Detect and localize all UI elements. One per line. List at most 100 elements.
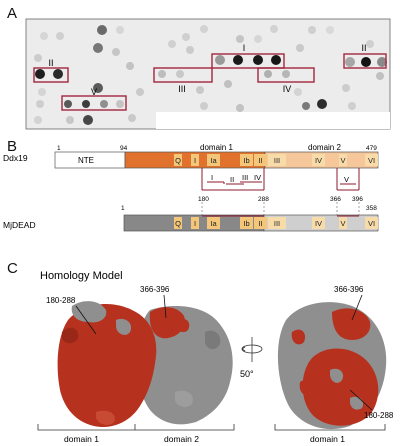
left-model-gray-inset	[71, 301, 132, 335]
left-domain1-label: domain 1	[64, 434, 99, 444]
blot-dot	[128, 114, 136, 122]
homology-model: Homology Model 180-288 366-396 50°	[37, 270, 394, 444]
region-box	[33, 67, 69, 83]
right-leader-366-396	[351, 294, 363, 321]
ddx19-end-number: 479	[366, 145, 377, 152]
blot-dot	[116, 26, 124, 34]
bottom-brackets	[37, 424, 386, 431]
blot-dot	[342, 84, 350, 92]
region-box	[211, 53, 285, 69]
rotation-icon	[241, 337, 263, 362]
left-leader-366-396	[163, 294, 167, 319]
mjdead-start-number: 1	[121, 205, 125, 212]
panel-letter-c: C	[7, 260, 18, 277]
right-label-366-396: 366-396	[334, 285, 364, 294]
motif-label-ddx19-d1: Ib	[243, 156, 249, 165]
blot-dot	[186, 46, 194, 54]
motif-box-ddx19-d2	[312, 154, 325, 166]
blot-dot	[200, 25, 208, 33]
region-label: II	[48, 58, 53, 68]
blot-dot	[116, 100, 124, 108]
ddx19-bracket-180-288	[201, 168, 265, 191]
blot-dot	[56, 32, 64, 40]
right-leader-180-288	[349, 389, 373, 411]
blot-dot	[366, 40, 374, 48]
alignment-connectors	[201, 202, 360, 216]
motif-box-ddx19-d1	[174, 154, 182, 166]
blot-dot	[126, 62, 134, 70]
region-box	[61, 95, 127, 111]
blot-dot	[236, 104, 244, 112]
motif-box-ddx19-d1	[191, 154, 199, 166]
ddx19-start-number: 1	[57, 145, 61, 152]
right-label-180-288: 180-288	[364, 411, 394, 420]
blot-dot	[82, 100, 90, 108]
motif-box-ddx19-d1	[240, 154, 253, 166]
blot-dot	[196, 86, 204, 94]
blot-dot	[176, 70, 184, 78]
ddx19-name: Ddx19	[3, 153, 28, 163]
svg-text:IV: IV	[254, 173, 261, 182]
blot-dot	[136, 88, 144, 96]
blot-dot	[302, 102, 310, 110]
blot-dot	[35, 69, 45, 79]
motif-label-ddx19-d1: Ia	[210, 156, 217, 165]
range-b-start: 366	[330, 196, 341, 203]
motif-label-ddx19-d2: III	[274, 156, 280, 165]
right-domain1-label: domain 1	[310, 434, 345, 444]
mjdead-name: MjDEAD	[3, 220, 36, 230]
blot-dot	[64, 100, 72, 108]
blot-dot	[158, 70, 166, 78]
blot-dot	[93, 43, 103, 53]
blot-dot	[254, 35, 262, 43]
region-label: III	[178, 84, 186, 94]
homology-model-title: Homology Model	[40, 270, 123, 282]
panel-letter-b: B	[7, 138, 18, 155]
motif-box-mj-d2	[339, 217, 347, 229]
motif-box-mj-d1	[174, 217, 182, 229]
motif-box-mj-d1	[240, 217, 253, 229]
ddx19-domain2-label: domain 2	[308, 143, 341, 152]
svg-text:V: V	[344, 175, 349, 184]
motif-label-mj-d1: Ib	[243, 219, 249, 228]
blot-dot	[83, 115, 93, 125]
blot-dot	[345, 57, 355, 67]
region-box	[257, 67, 315, 83]
ddx19-domain1-label: domain 1	[200, 143, 233, 152]
blot-dot	[264, 70, 272, 78]
blot-dot	[233, 55, 243, 65]
svg-text:III: III	[242, 173, 248, 182]
motif-label-ddx19-d1: I	[194, 156, 196, 165]
motif-box-ddx19-d1	[207, 154, 220, 166]
region-label: IV	[283, 84, 292, 94]
blot-dot	[97, 25, 107, 35]
region-box	[343, 53, 387, 69]
rotation-label: 50°	[240, 369, 254, 379]
motif-label-mj-d1: Q	[175, 219, 181, 228]
left-label-180-288: 180-288	[46, 296, 76, 305]
left-model-domain1	[57, 304, 157, 428]
blot-dot	[270, 25, 278, 33]
ddx19-bracket-366-396	[336, 168, 360, 191]
blot-dot	[168, 40, 176, 48]
blot-dot	[377, 57, 387, 67]
blot-dot	[317, 99, 327, 109]
motif-label-mj-d2: VI	[368, 219, 375, 228]
left-label-366-396: 366-396	[140, 285, 170, 294]
svg-text:I: I	[211, 173, 213, 182]
left-domain2-label: domain 2	[164, 434, 199, 444]
motif-box-ddx19-d1	[254, 154, 267, 166]
blot-dot	[93, 83, 103, 93]
motif-label-mj-d1: Ia	[210, 219, 217, 228]
blot-dot	[112, 48, 120, 56]
blot-dot	[308, 26, 316, 34]
blot-dot	[326, 26, 334, 34]
ddx19-nte-label: NTE	[78, 156, 94, 165]
blot-dot	[282, 70, 290, 78]
range-a-end: 288	[258, 196, 269, 203]
blot-dot	[38, 88, 46, 96]
